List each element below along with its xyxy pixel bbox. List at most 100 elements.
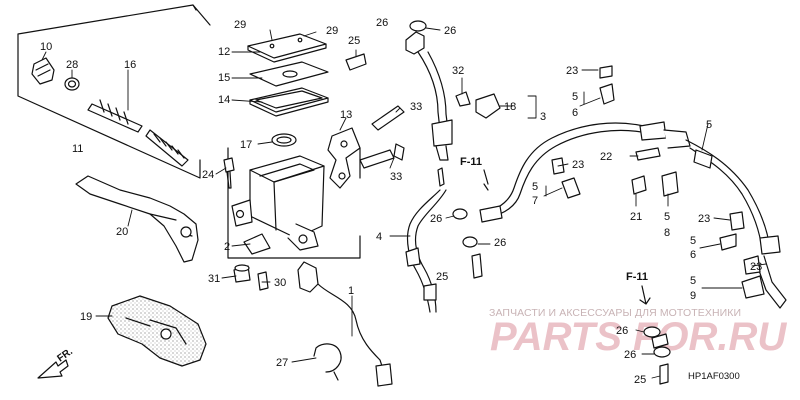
piston-set-16 xyxy=(87,99,189,167)
callout: 13 xyxy=(340,109,352,121)
callout: 26 xyxy=(430,213,442,225)
callout: 20 xyxy=(116,226,128,238)
callout: 12 xyxy=(218,46,230,58)
clip-8 xyxy=(661,171,679,197)
direction-arrow xyxy=(37,359,69,379)
brake-hose-4 xyxy=(405,189,447,313)
callout: 16 xyxy=(124,59,136,71)
washer-26-e xyxy=(653,346,671,358)
bolt-25-top xyxy=(345,53,367,71)
bolt-23-c xyxy=(729,211,745,231)
callout: 21 xyxy=(630,211,642,223)
callout: 5 xyxy=(664,211,670,223)
callout: 23 xyxy=(572,159,584,171)
lever-guard-19 xyxy=(107,295,207,367)
callout: 5 xyxy=(532,181,538,193)
callout: 32 xyxy=(452,65,464,77)
callout: 33 xyxy=(390,171,402,183)
callout: 10 xyxy=(40,41,52,53)
watermark-logo: PARTS FOR.RU xyxy=(490,315,787,359)
callout: 5 xyxy=(572,91,578,103)
bolt-25-bottom xyxy=(659,363,669,385)
callout: 33 xyxy=(410,101,422,113)
callout: 8 xyxy=(664,227,670,239)
callout: 4 xyxy=(376,231,382,243)
drawing-lines xyxy=(17,4,787,387)
callout: 9 xyxy=(690,290,696,302)
callout: 29 xyxy=(234,19,246,31)
callout: 23 xyxy=(698,213,710,225)
ref-arrow-upper xyxy=(483,169,489,191)
callout: 25 xyxy=(634,374,646,386)
callout: 5 xyxy=(690,235,696,247)
bolt-25-mid xyxy=(471,253,483,279)
snap-ring-28 xyxy=(64,77,80,91)
bolt-23-d xyxy=(743,255,761,275)
clip-7 xyxy=(561,177,581,199)
diaphragm-14 xyxy=(249,87,329,113)
callout: 6 xyxy=(690,249,696,261)
callout: 29 xyxy=(326,25,338,37)
callout: 26 xyxy=(624,349,636,361)
callout: 18 xyxy=(504,101,516,113)
upper-brake-hose xyxy=(405,31,453,187)
callout: 31 xyxy=(208,273,220,285)
callout: 2 xyxy=(224,241,230,253)
clip-6-top xyxy=(599,83,615,105)
callout: 5 xyxy=(690,275,696,287)
direction-label: FR. xyxy=(55,346,75,364)
brake-hose-3 xyxy=(489,121,691,217)
bolt-23-a xyxy=(599,65,613,79)
boot-10 xyxy=(31,57,55,85)
master-cylinder-body xyxy=(231,155,325,251)
callout: 1 xyxy=(348,285,354,297)
callout: 19 xyxy=(80,311,92,323)
callout: 11 xyxy=(72,143,83,155)
bolt-21 xyxy=(631,175,647,195)
clip-6-lower xyxy=(719,233,737,251)
washer-26-b xyxy=(452,208,468,220)
washer-26-c xyxy=(462,236,478,248)
callout: 26 xyxy=(616,325,628,337)
clamp-27 xyxy=(313,343,342,381)
brake-lever-20 xyxy=(75,175,199,263)
callout: 15 xyxy=(218,72,230,84)
screw-24 xyxy=(223,157,235,189)
ref-arrow-lower xyxy=(639,285,651,305)
brake-hose-5-right xyxy=(685,139,787,309)
reservoir-cap-12 xyxy=(247,33,327,59)
watermark: ЗАПЧАСТИ И АКСЕССУАРЫ ДЛЯ МОТОТЕХНИКИ PA… xyxy=(489,307,787,359)
callout: 27 xyxy=(276,357,288,369)
watermark-caption: ЗАПЧАСТИ И АКСЕССУАРЫ ДЛЯ МОТОТЕХНИКИ xyxy=(489,307,741,319)
callout: 25 xyxy=(436,271,448,283)
washer-26-a xyxy=(409,20,427,32)
clip-9 xyxy=(741,275,765,299)
callout: 22 xyxy=(600,151,612,163)
callout: 28 xyxy=(66,59,78,71)
diaphragm-plate-15 xyxy=(249,61,329,87)
callout: 23 xyxy=(750,261,762,273)
bolt-33-lower xyxy=(359,149,395,169)
bolt-32 xyxy=(455,91,471,107)
switch-cable-1 xyxy=(297,261,393,387)
washer-26-d xyxy=(643,326,661,338)
callouts: 10 28 16 11 29 29 12 15 14 13 17 24 20 2… xyxy=(40,17,762,386)
callout: 26 xyxy=(376,17,388,29)
master-cylinder-box xyxy=(227,147,361,259)
callout: 14 xyxy=(218,94,230,106)
holder-13 xyxy=(327,127,361,189)
bolt-33-upper xyxy=(371,105,405,131)
callout: 25 xyxy=(348,35,360,47)
callout: 3 xyxy=(540,111,546,123)
screw-30 xyxy=(257,271,269,291)
seal-17 xyxy=(271,133,297,147)
callout: 26 xyxy=(494,237,506,249)
drawing-code: HP1AF0300 xyxy=(688,371,740,382)
callout: 24 xyxy=(202,169,214,181)
callout: 6 xyxy=(572,107,578,119)
joint-18 xyxy=(475,93,501,119)
callout: 7 xyxy=(532,195,538,207)
callout: 17 xyxy=(240,139,252,151)
callout: 30 xyxy=(274,277,286,289)
